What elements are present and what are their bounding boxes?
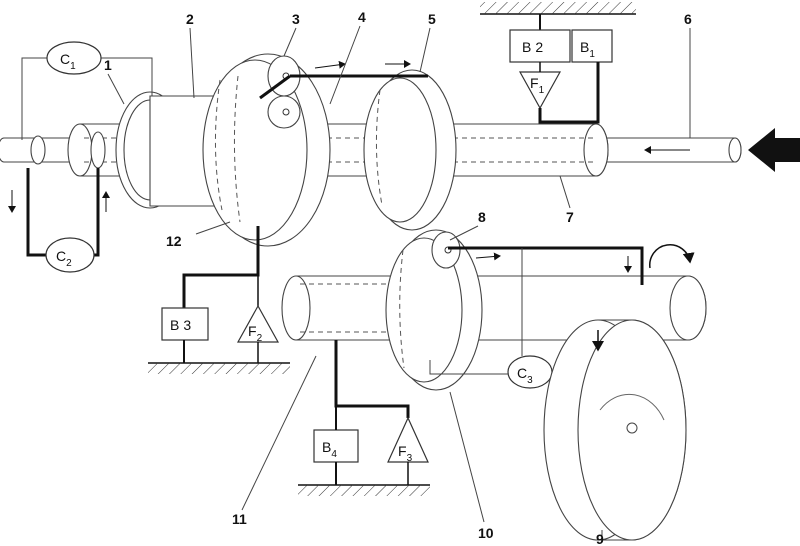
callout-2: 2 [186, 11, 194, 27]
ground-left [148, 362, 290, 374]
callout-12: 12 [166, 233, 182, 249]
leader-lines [107, 25, 691, 536]
callout-8: 8 [478, 209, 486, 225]
brake-b4: B4 [313, 429, 359, 463]
svg-text:B3: B3 [170, 317, 191, 333]
freewheel-f2: F2 [236, 304, 280, 344]
svg-text:F2: F2 [248, 323, 263, 344]
callout-9: 9 [596, 531, 604, 546]
freewheel-f1: F1 [518, 71, 562, 110]
svg-text:B4: B4 [322, 439, 337, 460]
freewheel-f3: F3 [387, 416, 429, 464]
callout-11: 11 [232, 511, 247, 527]
clutch-c1: C1 [21, 41, 153, 140]
svg-text:F1: F1 [530, 75, 545, 96]
ground-top [480, 2, 636, 15]
callout-10: 10 [478, 525, 494, 541]
clutch-c2-hub [30, 131, 106, 169]
svg-text:F3: F3 [398, 443, 413, 464]
clutch-c3: C3 [429, 355, 553, 389]
svg-text:B2: B2 [522, 39, 543, 55]
svg-text:C2: C2 [56, 248, 72, 269]
input-arrow-icon [748, 128, 800, 172]
ring-gear-12 [202, 53, 331, 247]
brake-b1: B1 [571, 29, 613, 63]
callout-3: 3 [292, 11, 300, 27]
callout-4: 4 [358, 9, 366, 25]
callout-1: 1 [104, 57, 112, 73]
wheel-9 [543, 319, 687, 541]
svg-text:C3: C3 [517, 365, 533, 386]
clutch-c2: C2 [8, 168, 110, 273]
callout-7: 7 [566, 209, 574, 225]
callout-5: 5 [428, 11, 436, 27]
svg-text:C1: C1 [60, 51, 76, 72]
ring-gear-5 [363, 69, 457, 231]
svg-text:B1: B1 [580, 39, 595, 60]
callout-6: 6 [684, 11, 692, 27]
ground-bottom [298, 484, 430, 496]
ring-gear-10 [385, 229, 483, 391]
